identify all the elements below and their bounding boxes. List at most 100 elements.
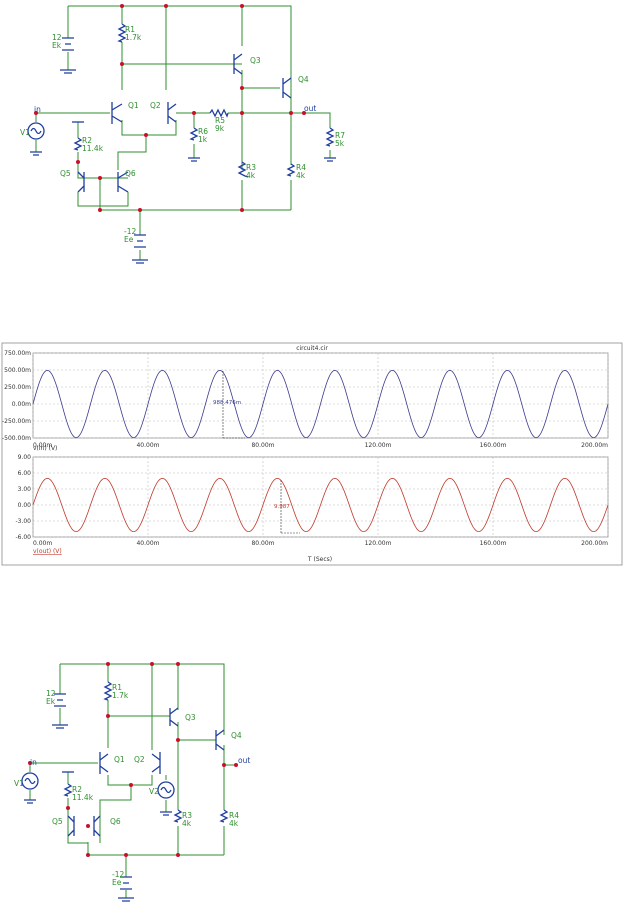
- plot-window: circuit4.cir 750.00m 500.00m 250.00m 0.00m -…: [1, 342, 623, 566]
- resistor-r6: [189, 127, 199, 141]
- c2-r2-value: 11.4k: [72, 793, 94, 802]
- x-tick-label: 80.00m: [251, 442, 274, 449]
- annotation-vout: 9.987: [274, 504, 290, 510]
- circuit-1-nodes: [34, 4, 306, 212]
- y-tick-label: -250.00m: [2, 418, 31, 425]
- y-tick-label: 9.00: [18, 454, 32, 461]
- c2-source-v2: [157, 781, 175, 816]
- c2-transistor-q6: [93, 815, 101, 837]
- c2-resistor-r4: [219, 809, 229, 823]
- x-tick-label: 160.00m: [480, 540, 507, 547]
- trace-label-vout: v(out) (V): [33, 548, 62, 555]
- r5-value: 9k: [215, 124, 225, 133]
- plot-panel-1-frame: [32, 352, 609, 439]
- c2-transistor-q4: [215, 729, 225, 751]
- c2-transistor-q1: [99, 752, 109, 774]
- r7-name: R7: [335, 131, 345, 140]
- resistor-r5: [209, 108, 229, 118]
- y-tick-label: 0.00m: [12, 401, 31, 408]
- plot-panel-1: 750.00m500.00m250.00m0.00m-250.00m-500.0…: [2, 350, 609, 452]
- transistor-q1: [111, 102, 123, 124]
- q1-label: Q1: [128, 101, 139, 110]
- q5-label: Q5: [60, 169, 71, 178]
- y-tick-label: 500.00m: [4, 367, 31, 374]
- output-label: out: [304, 104, 316, 113]
- c2-q2-label: Q2: [134, 755, 145, 764]
- x-tick-label: 160.00m: [480, 442, 507, 449]
- annotation-vin: 988.476m: [213, 400, 241, 406]
- ground-r7: [324, 157, 336, 162]
- trace-vout: [32, 477, 609, 533]
- transistor-q6: [117, 171, 129, 193]
- plot-panel-2-frame: [32, 456, 609, 538]
- c2-r1-value: 1.7k: [112, 691, 129, 700]
- c2-q5-label: Q5: [52, 817, 63, 826]
- x-tick-label: 200.00m: [581, 442, 608, 449]
- c2-resistor-r2: [63, 783, 73, 797]
- ek-value: 12: [52, 33, 62, 42]
- y-tick-label: 3.00: [18, 486, 32, 493]
- c2-r1-name: R1: [112, 683, 122, 692]
- c2-r2-name: R2: [72, 785, 82, 794]
- q2-label: Q2: [150, 101, 161, 110]
- q3-label: Q3: [250, 56, 261, 65]
- c2-battery-ee: [118, 876, 134, 902]
- x-tick-label: 40.00m: [136, 540, 159, 547]
- ee-name: Ee: [124, 235, 134, 244]
- trace-label-vin: v(in) (V): [33, 445, 57, 452]
- r7-value: 5k: [335, 139, 345, 148]
- c2-v1-label: V1: [14, 779, 24, 788]
- y-tick-label: 0.00: [18, 502, 32, 509]
- r2-name: R2: [82, 136, 92, 145]
- battery-ek: [60, 37, 76, 74]
- input-label: in: [34, 105, 41, 114]
- r5-name: R5: [215, 116, 225, 125]
- r4-value: 4k: [296, 171, 306, 180]
- c2-q1-label: Q1: [114, 755, 125, 764]
- ee-value: -12: [124, 227, 136, 236]
- c2-r3-value: 4k: [182, 819, 192, 828]
- c2-ee-name: Ee: [112, 878, 122, 887]
- y-tick-label: 6.00: [18, 470, 32, 477]
- r6-value: 1k: [198, 135, 208, 144]
- x-axis-label: T (Secs): [307, 556, 332, 563]
- x-tick-label: 120.00m: [365, 442, 392, 449]
- c2-ek-value: 12: [46, 689, 56, 698]
- plot-title: circuit4.cir: [296, 345, 328, 352]
- c2-ee-value: -12: [112, 870, 124, 879]
- y-tick-label: -3.00: [15, 518, 31, 525]
- transistor-q2: [167, 102, 177, 124]
- resistor-r3: [237, 161, 249, 178]
- circuit-2-nodes: [28, 662, 238, 857]
- c2-resistor-r3: [173, 809, 183, 823]
- resistor-r1: [117, 23, 127, 43]
- c2-transistor-q3: [169, 707, 179, 727]
- transistor-q5: [77, 171, 85, 193]
- measure-cursor-2: [280, 480, 300, 534]
- q4-label: Q4: [298, 75, 309, 84]
- c2-resistor-r1: [103, 681, 113, 701]
- c2-input-label: in: [30, 758, 37, 767]
- ground-r6: [188, 157, 200, 162]
- c2-battery-ek: [52, 693, 68, 729]
- measure-cursor-1: [222, 371, 245, 439]
- ek-name: Ek: [52, 41, 62, 50]
- c2-transistor-q2: [151, 752, 161, 774]
- c2-transistor-q5: [67, 815, 75, 837]
- c2-r3-name: R3: [182, 811, 192, 820]
- c2-v2-label: V2: [149, 787, 159, 796]
- x-tick-label: 200.00m: [581, 540, 608, 547]
- battery-ee: [132, 234, 148, 264]
- r1-name: R1: [125, 25, 135, 34]
- r4-name: R4: [296, 163, 306, 172]
- y-tick-label: 250.00m: [4, 384, 31, 391]
- x-tick-label: 120.00m: [365, 540, 392, 547]
- x-tick-label: 0.00m: [33, 442, 52, 449]
- x-tick-label: 80.00m: [251, 540, 274, 547]
- resistor-r7: [325, 127, 335, 147]
- c2-r4-value: 4k: [229, 819, 239, 828]
- c2-q4-label: Q4: [231, 731, 242, 740]
- y-tick-label: 750.00m: [4, 350, 31, 357]
- transistor-q3: [233, 53, 243, 75]
